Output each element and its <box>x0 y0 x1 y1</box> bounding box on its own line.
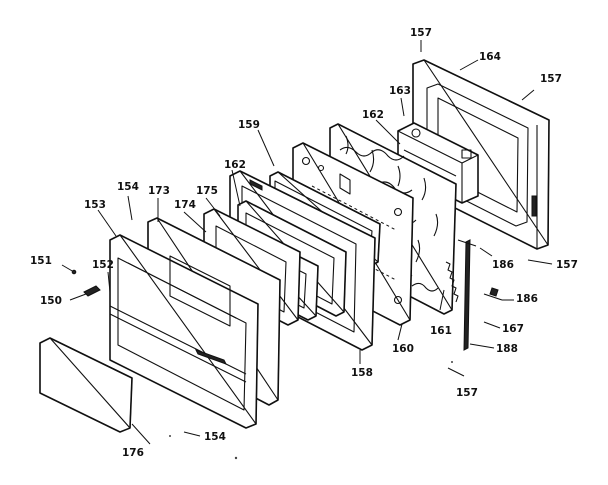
hinge-screw-151 <box>61 264 77 275</box>
callout-153: 153 <box>84 199 106 211</box>
hinge-clip-167 <box>483 321 501 329</box>
kick-panel-176 <box>39 337 133 433</box>
outer-door-panel-153 <box>109 234 259 429</box>
callout-174: 174 <box>174 199 196 211</box>
callout-162-back: 162 <box>362 109 384 121</box>
callout-160: 160 <box>392 343 414 355</box>
callout-157-bottom: 157 <box>456 387 478 399</box>
callout-151: 151 <box>30 255 52 267</box>
callout-162-mid: 162 <box>224 159 246 171</box>
callout-157-right: 157 <box>556 259 578 271</box>
door-handle-bracket-150 <box>69 285 101 301</box>
callout-173: 173 <box>148 185 170 197</box>
callout-152: 152 <box>92 259 114 271</box>
callout-176: 176 <box>122 447 144 459</box>
callout-158: 158 <box>351 367 373 379</box>
callout-154-bottom: 154 <box>204 431 226 443</box>
callout-175: 175 <box>196 185 218 197</box>
hinge-spring-186 <box>445 239 477 303</box>
scan-specks <box>169 361 453 460</box>
callout-188: 188 <box>496 343 518 355</box>
callout-157-top-right: 157 <box>540 73 562 85</box>
callout-labels: 157 164 157 163 162 159 162 175 154 173 … <box>30 27 578 459</box>
callout-186-upper: 186 <box>492 259 514 271</box>
callout-167: 167 <box>502 323 524 335</box>
callout-157-top: 157 <box>410 27 432 39</box>
callout-159: 159 <box>238 119 260 131</box>
callout-154-top: 154 <box>117 181 139 193</box>
callout-150: 150 <box>40 295 62 307</box>
callout-163: 163 <box>389 85 411 97</box>
callout-164: 164 <box>479 51 501 63</box>
callout-161: 161 <box>430 325 452 337</box>
handle-screw-152 <box>107 271 111 293</box>
callout-186-lower: 186 <box>516 293 538 305</box>
door-seal-strip-188 <box>463 239 495 351</box>
hinge-screw-186 <box>483 287 514 301</box>
leader-lines <box>97 40 553 445</box>
